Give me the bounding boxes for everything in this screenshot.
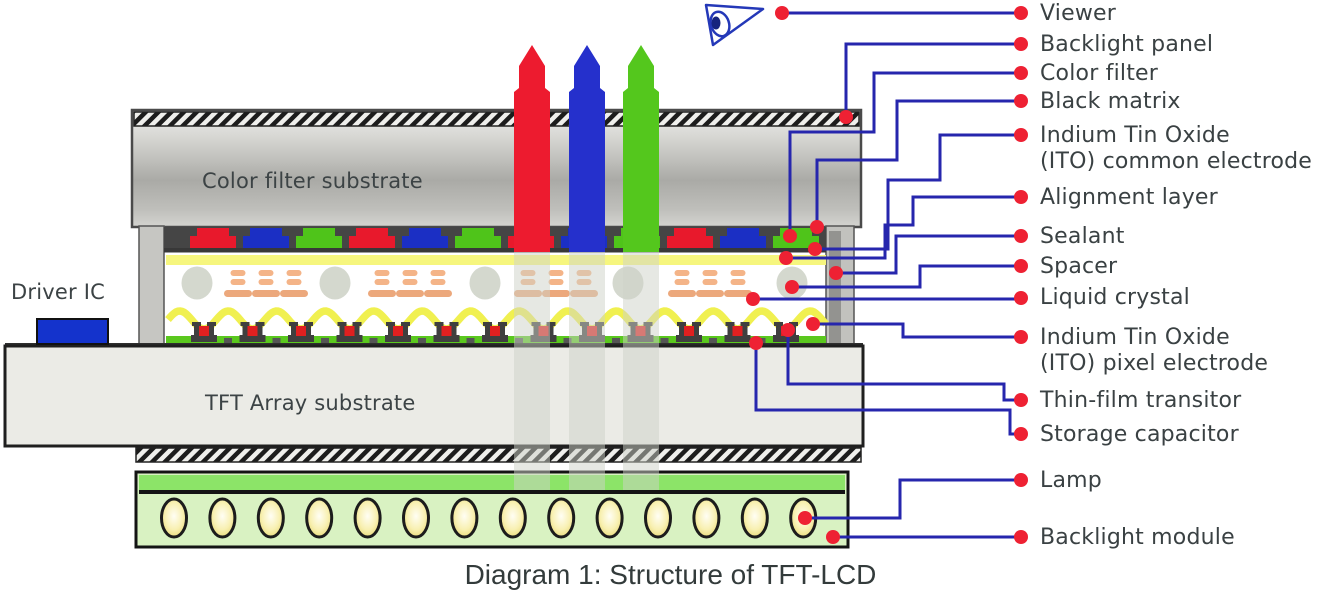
line-ito-pixel [813,322,1021,339]
tft-array-substrate [3,344,865,448]
eye-icon [704,3,765,47]
callout-lines [753,11,1021,539]
light-guide-band [139,475,845,490]
light-bands [514,252,659,490]
line-backlight-panel [844,42,1021,117]
backlight-module-box [134,470,850,549]
line-color-filter [788,71,1021,236]
ito-common-electrode-line [164,248,826,253]
callout-label-color-filter: Color filter [1040,61,1159,86]
diagram-caption: Diagram 1: Structure of TFT-LCD [464,559,877,590]
line-sealant [836,234,1021,275]
color-filter-substrate [130,108,863,229]
callout-label-sealant: Sealant [1040,224,1125,249]
line-ito-common [815,133,1021,251]
callout-label-alignment-layer: Alignment layer [1040,185,1218,210]
line-tft [786,330,1021,402]
callout-dots [746,6,1028,544]
line-alignment-layer [786,195,1021,260]
line-black-matrix [815,99,1021,227]
black-matrix-row [164,227,826,253]
bottom-polarizer-hatch [135,447,862,463]
left-edge-post [138,225,165,347]
callout-label-lamp: Lamp [1040,468,1102,493]
callout-label-storage-capacitor: Storage capacitor [1040,422,1239,447]
callout-label-spacer: Spacer [1040,254,1118,279]
tft-array-substrate-label: TFT Array substrate [205,391,416,415]
callout-label-ito-common: Indium Tin Oxide (ITO) common electrode [1040,123,1313,174]
driver-ic-label: Driver IC [11,280,105,304]
callout-label-viewer: Viewer [1040,1,1116,26]
alignment-layer-strip [166,255,826,265]
callout-label-liquid-crystal: Liquid crystal [1040,285,1190,310]
line-lamp [805,478,1021,520]
rgb-light-beams [514,45,659,252]
top-polarizer-hatch [133,111,860,127]
line-storage-capacitor [754,343,1021,436]
callout-label-backlight-panel: Backlight panel [1040,32,1214,57]
callout-label-ito-pixel: Indium Tin Oxide (ITO) pixel electrode [1040,325,1269,376]
driver-ic-chip [36,318,109,345]
callout-label-black-matrix: Black matrix [1040,89,1181,114]
callout-label-backlight-module: Backlight module [1040,525,1235,550]
callout-label-tft: Thin-film transitor [1040,388,1242,413]
color-filter-substrate-label: Color filter substrate [202,169,423,193]
line-spacer [792,264,1021,289]
